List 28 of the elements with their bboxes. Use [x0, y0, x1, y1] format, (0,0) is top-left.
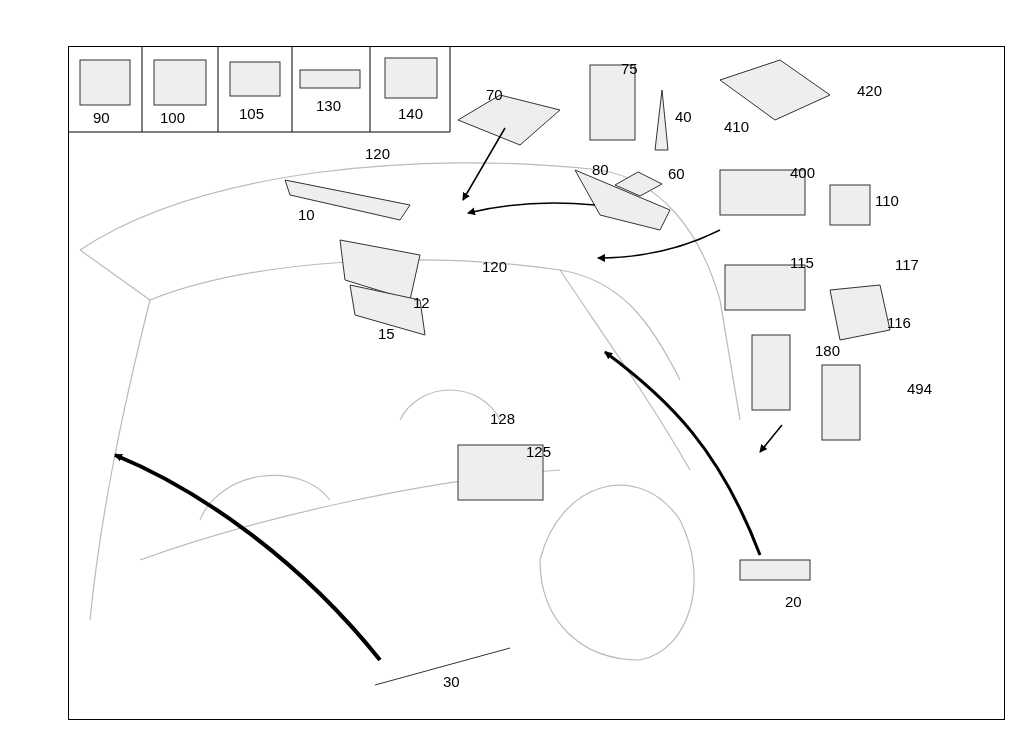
callout-number: 20: [785, 594, 802, 610]
callout-number: 40: [675, 109, 692, 125]
callout-number: 30: [443, 674, 460, 690]
callout-number: 120: [365, 146, 391, 162]
callout-number: 420: [857, 83, 883, 99]
callout-number: 110: [875, 193, 899, 209]
callout-number: 125: [526, 444, 552, 460]
callout-number: 15: [378, 326, 395, 342]
callout-number: 115: [790, 255, 814, 271]
callout-number: 400: [790, 165, 816, 181]
callout-number: 100: [160, 110, 186, 126]
callout-number: 10: [298, 207, 315, 223]
callout-number: 117: [895, 257, 919, 273]
callout-number: 494: [907, 381, 933, 397]
callout-number: 60: [668, 166, 685, 182]
callout-number: 140: [398, 106, 424, 122]
callout-number: 130: [316, 98, 342, 114]
callout-number: 105: [239, 106, 265, 122]
callout-number: 90: [93, 110, 110, 126]
callout-number: 180: [815, 343, 841, 359]
callout-number: 410: [724, 119, 750, 135]
callout-number: 12: [413, 295, 430, 311]
callout-number: 120: [482, 259, 508, 275]
callout-number: 80: [592, 162, 609, 178]
callout-number: 116: [887, 315, 911, 331]
callout-number: 75: [621, 61, 638, 77]
callout-number: 128: [490, 411, 516, 427]
callout-number: 70: [486, 87, 503, 103]
